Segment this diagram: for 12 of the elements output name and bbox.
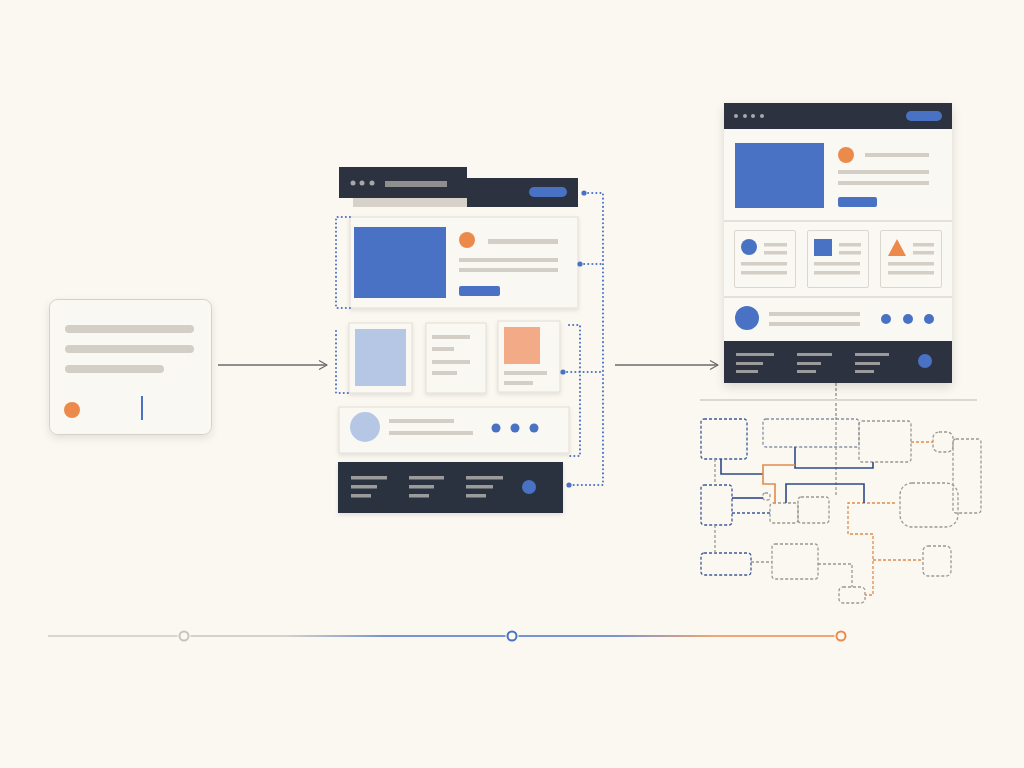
timeline-line: [189, 635, 507, 637]
milestone-marker: [178, 630, 190, 642]
arrow: [614, 359, 719, 371]
arrow: [217, 359, 328, 371]
milestone-marker: [835, 630, 847, 642]
milestone-marker: [506, 630, 518, 642]
web-page-drawing: [724, 103, 952, 383]
timeline-line: [517, 635, 836, 637]
dashed-connector: [835, 382, 837, 418]
sketch-card: [49, 299, 212, 435]
timeline-line: [47, 635, 179, 637]
dashed-flowchart-drawing: [699, 417, 984, 607]
